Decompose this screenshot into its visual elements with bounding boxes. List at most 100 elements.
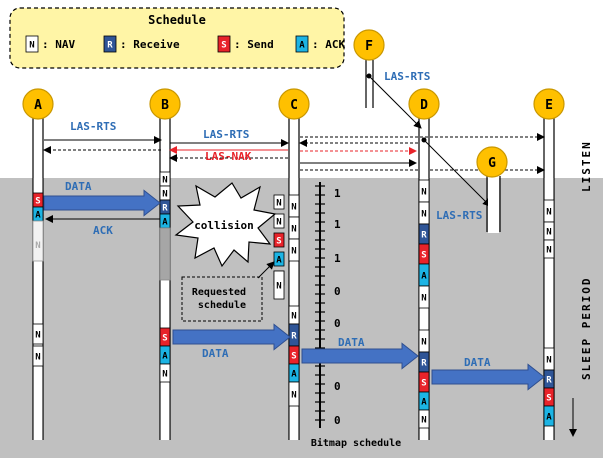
svg-text:R: R [107,41,113,51]
b-slot-ack: A [160,214,170,228]
a-slot-nav-2: N [33,346,43,366]
svg-text:S: S [276,237,281,247]
bitmap-bit-3: 0 [334,285,341,298]
las-nak-label: LAS-NAK [205,150,252,163]
svg-text:N: N [35,331,40,341]
e-slot-ack: A [544,406,554,426]
b-slot-nav-1: N [160,172,170,186]
c-req-slot-0: N [274,195,284,209]
svg-text:S: S [421,379,426,389]
d-slot-nav-5: N [419,410,429,428]
svg-text:N: N [162,190,167,200]
a-slot-nav-1: N [33,324,43,344]
svg-text:A: A [546,413,552,423]
svg-text:N: N [35,353,40,363]
svg-text:R: R [421,359,427,369]
las-rts-label-2: LAS-RTS [203,128,249,141]
d-slot-send-2: S [419,372,429,392]
legend-title: Schedule [148,13,206,27]
node-f: F [354,30,384,108]
c-slot-send: S [289,346,299,364]
c-slot-nav-4: N [289,306,299,324]
data-label-1: DATA [65,180,92,193]
svg-text:A: A [291,370,297,380]
svg-text:S: S [421,251,426,261]
legend-item-ack: A : ACK [296,36,345,52]
legend-swatch-send: S [218,36,230,52]
svg-text:R: R [421,231,427,241]
legend-swatch-nav: N [26,36,38,52]
sleep-period-region [0,178,603,458]
svg-text:A: A [299,41,305,51]
legend-item-receive: R : Receive [104,36,180,52]
svg-text:N: N [546,208,551,218]
a-slot-faded: N [33,221,43,261]
svg-text:N: N [162,370,167,380]
svg-text:S: S [221,41,226,51]
c-slot-nav-1: N [289,195,299,217]
b-slot-faded [160,228,170,280]
svg-text:S: S [162,334,167,344]
d-slot-ack: A [419,264,429,286]
a-slot-ack: A [33,207,43,221]
legend-text-ack: : ACK [312,38,345,51]
legend-text-send: : Send [234,38,274,51]
svg-text:R: R [162,204,168,214]
svg-text:N: N [291,312,296,322]
bitmap-bit-5: 0 [334,380,341,393]
svg-text:N: N [421,210,426,220]
a-slot-send: S [33,193,43,207]
svg-text:N: N [291,391,296,401]
data-label-2: DATA [202,347,229,360]
c-slot-ack: A [289,364,299,382]
svg-text:N: N [35,241,40,251]
svg-text:N: N [421,338,426,348]
svg-text:R: R [546,376,552,386]
legend-text-nav: : NAV [42,38,75,51]
node-e-label: E [545,98,553,113]
node-c-label: C [290,98,298,113]
svg-text:N: N [421,294,426,304]
node-b-label: B [161,98,169,113]
svg-text:N: N [162,176,167,186]
svg-text:N: N [546,228,551,238]
legend: Schedule N : NAV R : Receive S : Send A : ACK [10,8,345,68]
svg-text:N: N [421,188,426,198]
d-slot-nav-4: N [419,330,429,352]
d-slot-receive: R [419,224,429,244]
svg-text:N: N [291,203,296,213]
c-slot-nav-2: N [289,217,299,239]
b-slot-ack-2: A [160,346,170,364]
svg-text:N: N [546,356,551,366]
d-slot-nav-3: N [419,286,429,308]
bitmap-bit-2: 1 [334,252,341,265]
data-label-3: DATA [338,336,365,349]
d-slot-ack-2: A [419,392,429,410]
bitmap-bit-0: 1 [334,187,341,200]
svg-text:S: S [546,394,551,404]
b-slot-nav-3: N [160,364,170,382]
bitmap-schedule-label: Bitmap schedule [311,437,401,449]
svg-text:A: A [421,272,427,282]
las-rts-label-f: LAS-RTS [384,70,430,83]
ack-label: ACK [93,224,113,237]
collision-label: collision [194,219,254,232]
c-slot-receive: R [289,324,299,346]
bitmap-bit-4: 0 [334,317,341,330]
node-g-label: G [488,156,496,171]
legend-item-send: S : Send [218,36,274,52]
legend-text-receive: : Receive [120,38,180,51]
svg-text:N: N [291,225,296,235]
d-slot-send: S [419,244,429,264]
e-slot-nav-3: N [544,240,554,258]
d-slot-nav-1: N [419,180,429,202]
e-slot-receive: R [544,370,554,388]
listen-label: LISTEN [580,140,593,192]
svg-text:R: R [291,332,297,342]
las-rts-label-1: LAS-RTS [70,120,116,133]
legend-swatch-ack: A [296,36,308,52]
svg-text:N: N [291,247,296,257]
node-a-label: A [34,98,42,113]
